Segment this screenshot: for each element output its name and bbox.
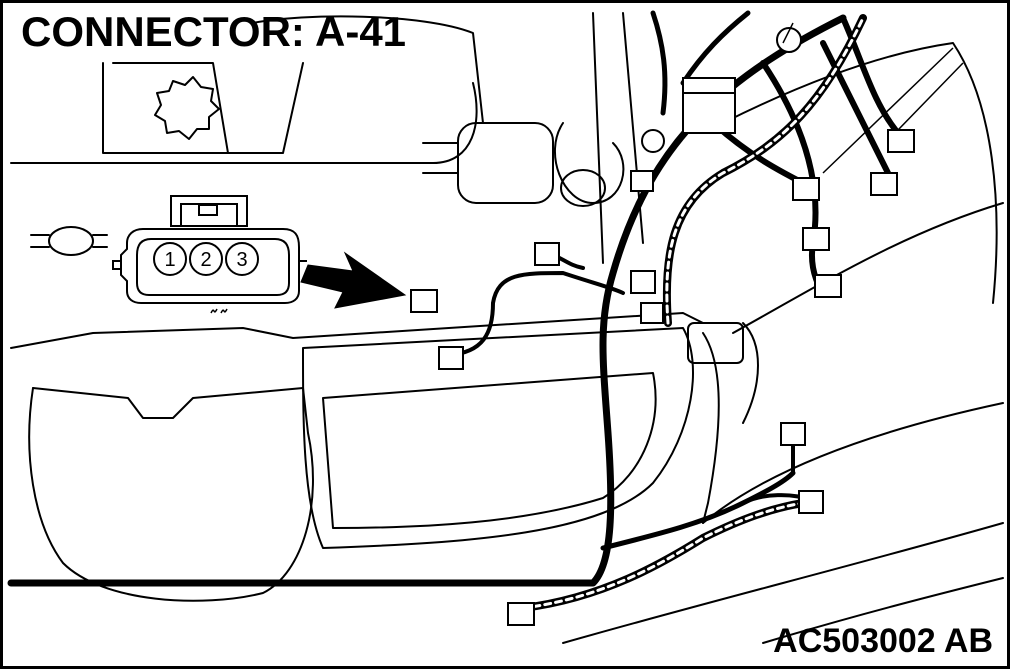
fender-curve: [702, 402, 1004, 524]
connector-box: [640, 302, 664, 324]
main-harness: [7, 14, 847, 587]
leader-line: [897, 62, 964, 131]
connector-box: [780, 422, 806, 446]
wheel-arch: [742, 322, 759, 424]
connector-box: [887, 129, 915, 153]
connector-box: [438, 346, 464, 370]
connector-latch: [170, 195, 248, 227]
left-gear-housing: [112, 62, 229, 154]
strut-tower: [553, 122, 625, 204]
small-cap: [560, 169, 606, 207]
headlamp-lens: [302, 327, 694, 549]
connector-box: [507, 602, 535, 626]
pin-2-label: 2: [200, 249, 211, 271]
connector-a41: [410, 289, 438, 313]
pointer-arrow-icon: [300, 251, 407, 309]
pin-1-circle: [153, 242, 187, 276]
connector-box: [792, 177, 820, 201]
headlamp-inner: [322, 372, 657, 529]
connector-face: [112, 195, 307, 304]
reservoir-cap: [457, 122, 554, 204]
branch-harness-3: [820, 40, 891, 176]
front-bottom: [562, 522, 1004, 644]
bumper-top: [10, 312, 704, 349]
connector-box: [630, 270, 656, 294]
bumper-left: [28, 387, 314, 602]
firewall-line: [592, 12, 604, 264]
grommet-tab: [30, 234, 108, 248]
upper-wire: [650, 10, 668, 116]
front-bottom-2: [762, 577, 1004, 644]
connector-box: [870, 172, 898, 196]
connector-housing: [120, 228, 300, 304]
striped-harness: [665, 16, 865, 325]
upper-panel: [102, 62, 304, 154]
ground-terminal: [776, 27, 802, 53]
connector-box: [814, 274, 842, 298]
lower-branch: [600, 470, 796, 551]
upper-wire-2: [680, 10, 751, 86]
connector-latch-tab: [198, 204, 218, 216]
connector-box: [630, 170, 654, 192]
engine-block-outline: [252, 15, 484, 124]
connector-housing-inner: [136, 238, 290, 296]
pin-3-label: 3: [236, 249, 247, 271]
gear-cap: [154, 76, 220, 140]
connector-side-tab: [112, 260, 121, 270]
connector-box: [534, 242, 560, 266]
leader-line: [822, 47, 954, 174]
squiggle-mark: [210, 308, 228, 314]
ground-terminal-2: [641, 129, 665, 153]
left-branch: [446, 271, 625, 357]
figure-code: AC503002 AB: [773, 622, 993, 660]
fender-top: [722, 42, 998, 304]
connector-box: [802, 227, 830, 251]
grommet: [48, 226, 94, 256]
grille-right: [702, 332, 720, 524]
bumper-inner-top: [32, 387, 304, 419]
pin-2-circle: [189, 242, 223, 276]
pin-3-circle: [225, 242, 259, 276]
connector-box: [798, 490, 824, 514]
relay-block: [682, 77, 736, 134]
fender-upper: [732, 202, 1004, 334]
engine-bay-drawing: 1 2 3: [7, 10, 1004, 644]
connector-title: CONNECTOR: A-41: [21, 8, 407, 55]
leader-line: [782, 22, 794, 44]
upper-panel-inner: [10, 82, 478, 164]
reservoir-neck: [422, 142, 459, 174]
right-lamp-block: [687, 322, 744, 364]
pin-1-label: 1: [164, 249, 175, 271]
striped-harness-lower: [521, 501, 805, 610]
branch-harness-4: [840, 15, 901, 136]
